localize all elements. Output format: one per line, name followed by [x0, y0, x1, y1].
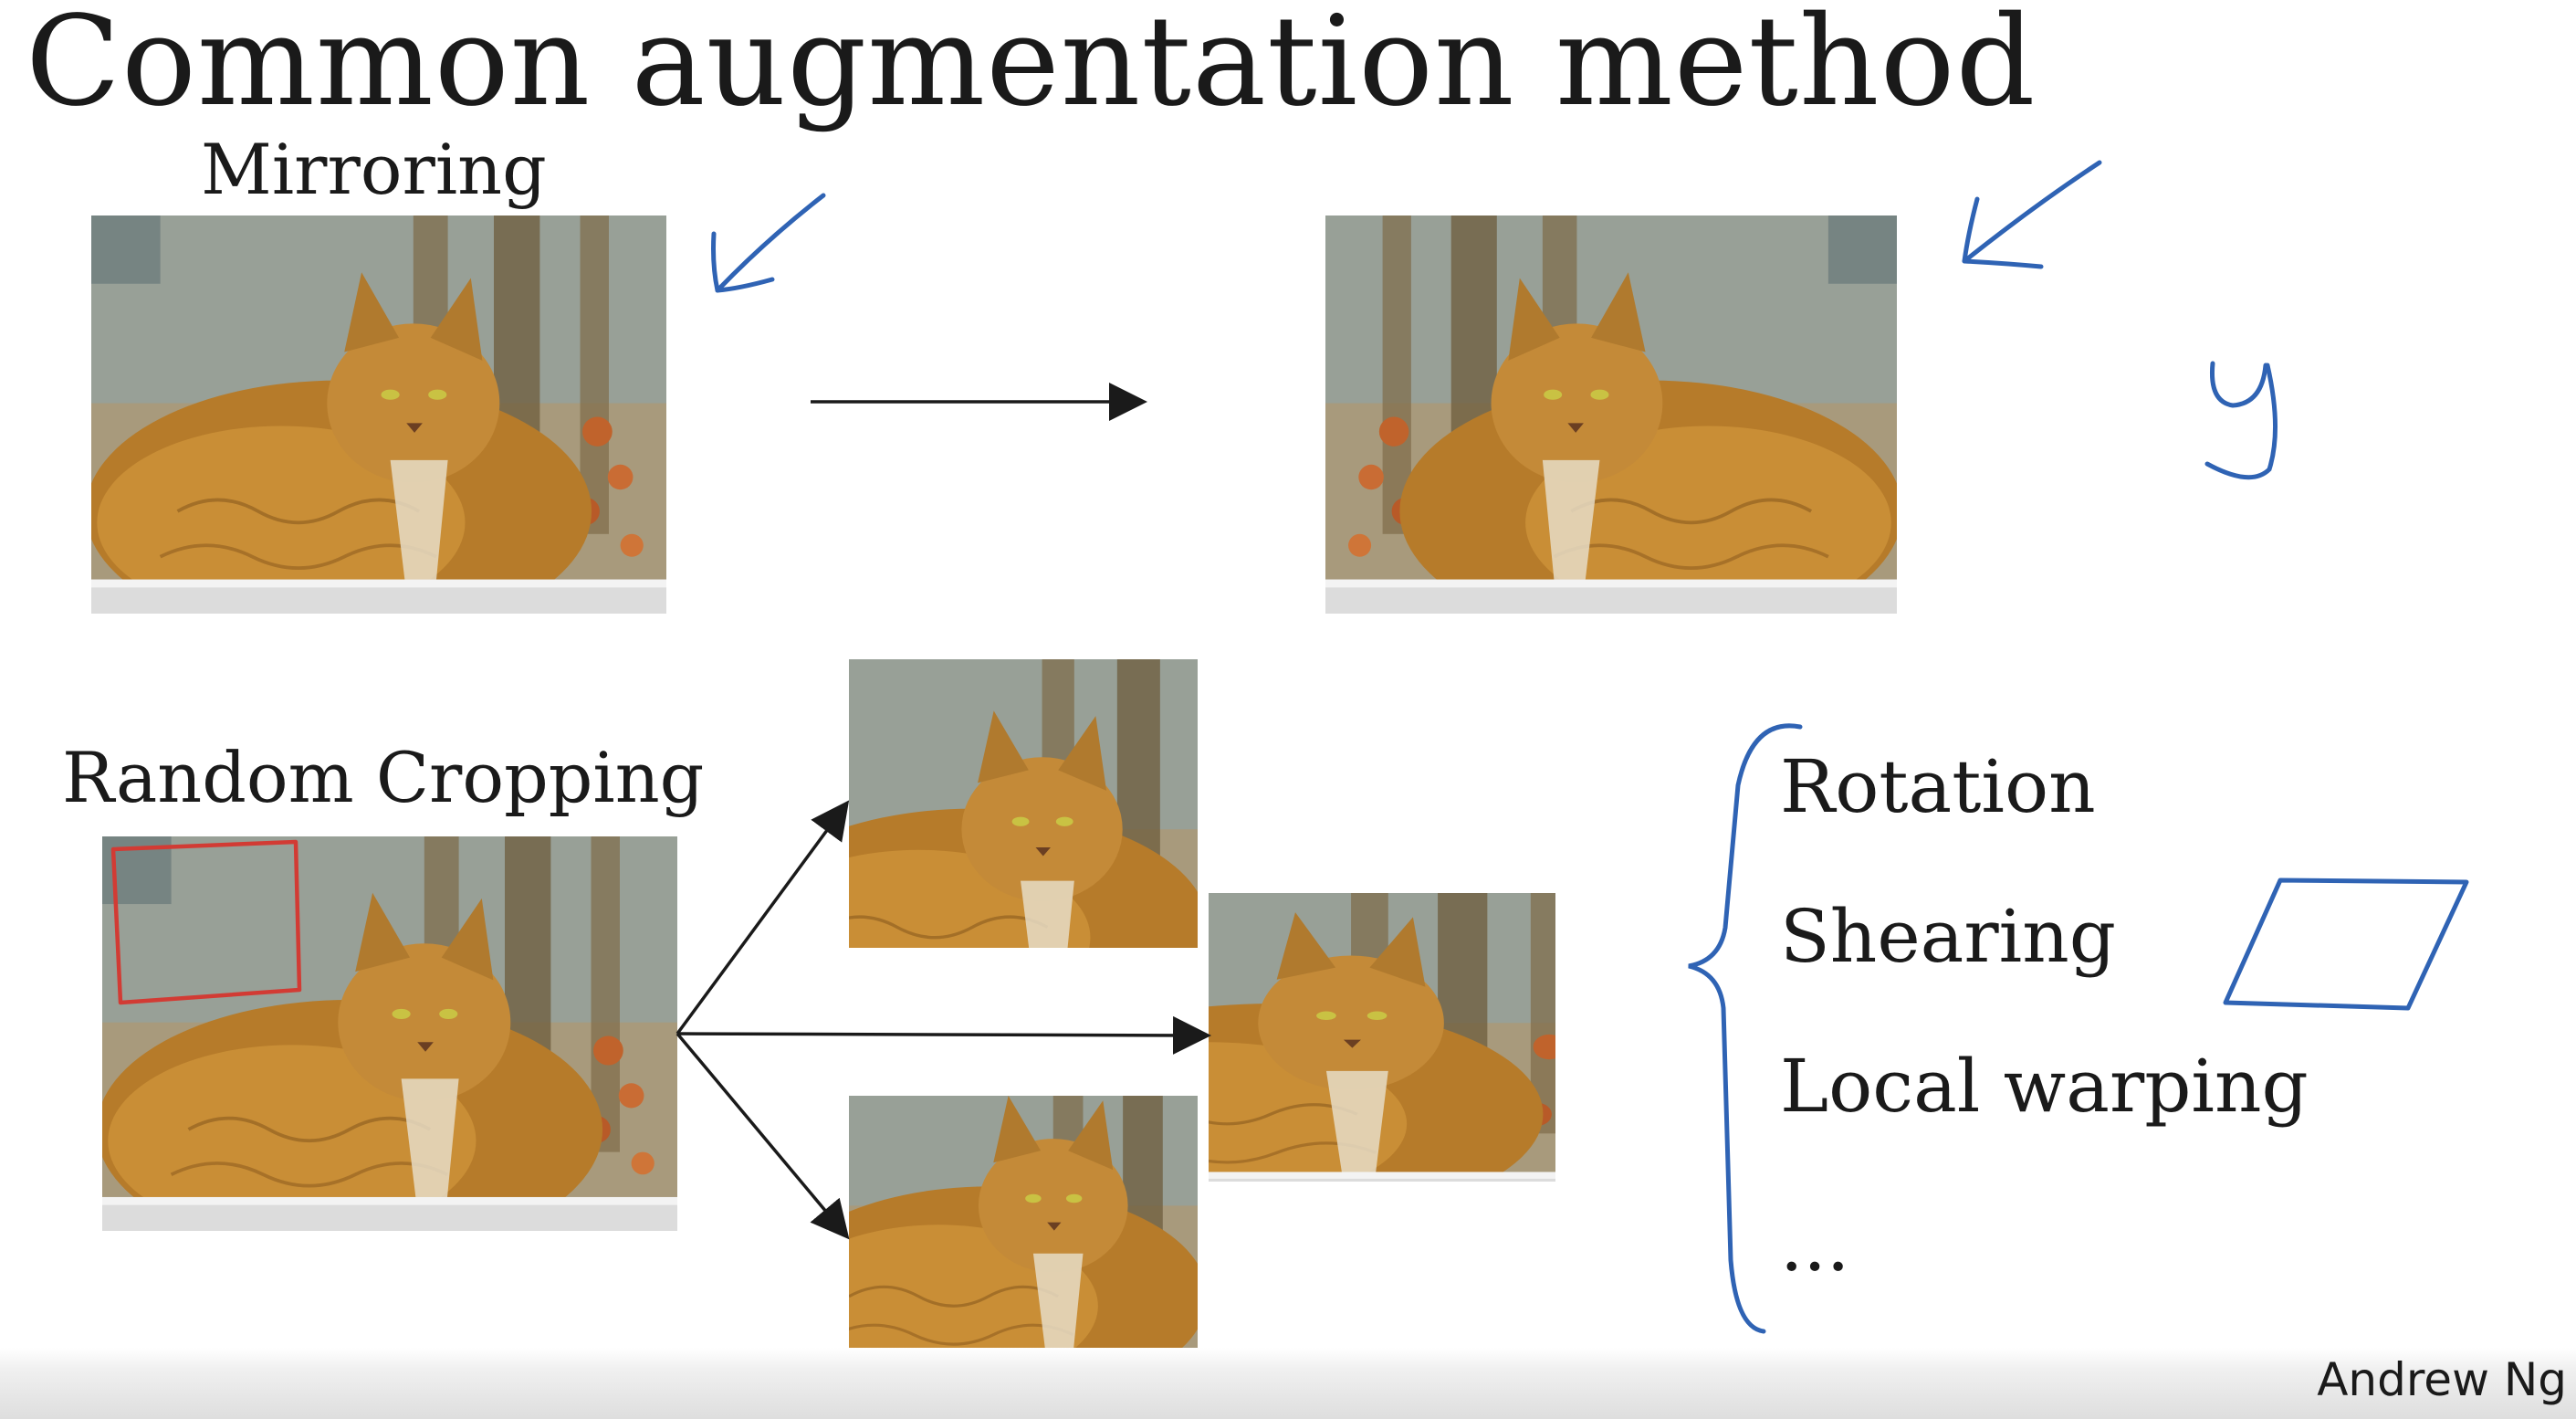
- crop-arrow-bottom-icon: [677, 1034, 845, 1235]
- random-cropping-label: Random Cropping: [62, 734, 704, 822]
- cat-crop-3: [849, 1096, 1198, 1382]
- author-credit: Andrew Ng: [2317, 1348, 2567, 1412]
- bottom-bar: [0, 1348, 2576, 1419]
- crop-arrow-top-icon: [677, 805, 845, 1034]
- cat-photo-original: [91, 215, 666, 614]
- option-rotation: Rotation: [1780, 741, 2096, 833]
- handwritten-arrow-right-icon: [1964, 163, 2100, 267]
- slide-title: Common augmentation method: [26, 0, 2037, 135]
- cat-photo-mirrored: [1325, 215, 1897, 614]
- option-local-warping: Local warping: [1780, 1041, 2309, 1132]
- mirroring-label: Mirroring: [201, 126, 547, 214]
- option-shearing: Shearing: [1780, 891, 2116, 983]
- handwritten-y-icon: [2207, 363, 2276, 478]
- cat-crop-2: [1209, 893, 1555, 1182]
- cat-crop-1: [849, 659, 1198, 948]
- option-more: ...: [1780, 1200, 1849, 1291]
- cat-photo-crop-source: [102, 836, 677, 1231]
- shear-parallelogram-icon: [2225, 880, 2466, 1008]
- handwritten-arrow-left-icon: [714, 195, 824, 290]
- crop-arrow-middle-icon: [677, 1034, 1205, 1035]
